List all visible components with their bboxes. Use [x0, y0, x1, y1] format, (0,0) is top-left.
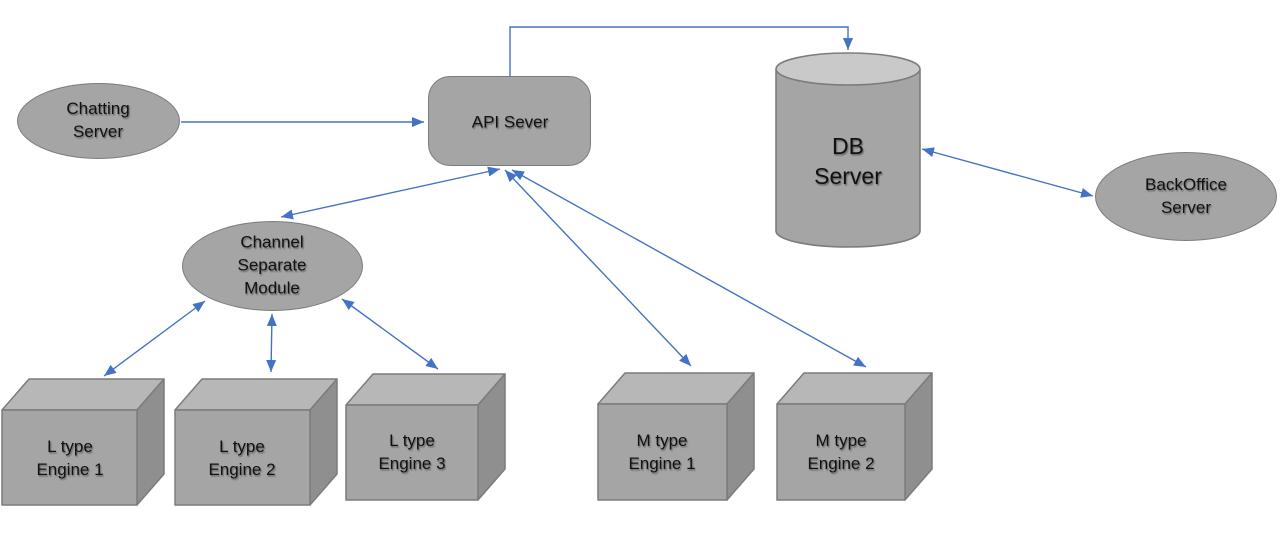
edge-api-module [280, 166, 501, 220]
cylinder-top [775, 52, 921, 86]
node-m-type-engine-1-shape [597, 372, 755, 501]
edge-db-backoffice [921, 147, 1094, 198]
node-l-type-engine-2-shape [174, 378, 338, 506]
edge-api-m1 [504, 169, 692, 367]
engine-cubes-group [1, 372, 933, 506]
cylinder-body [775, 69, 921, 248]
edge-api-to-db-elbow [509, 26, 853, 76]
edge-api-m2 [511, 169, 867, 368]
edge-module-l2 [266, 313, 277, 373]
node-api-server [428, 76, 591, 166]
connectors-group [103, 26, 1094, 377]
node-channel-separate-module [182, 221, 363, 311]
node-db-server-shape [775, 52, 921, 248]
node-l-type-engine-3-shape [345, 373, 506, 501]
edge-module-l1 [103, 300, 206, 377]
node-chatting-server [17, 83, 180, 159]
node-l-type-engine-1-shape [1, 378, 165, 506]
edge-module-l3 [341, 298, 439, 370]
node-m-type-engine-2-shape [776, 372, 933, 501]
node-backoffice-server [1095, 152, 1277, 241]
